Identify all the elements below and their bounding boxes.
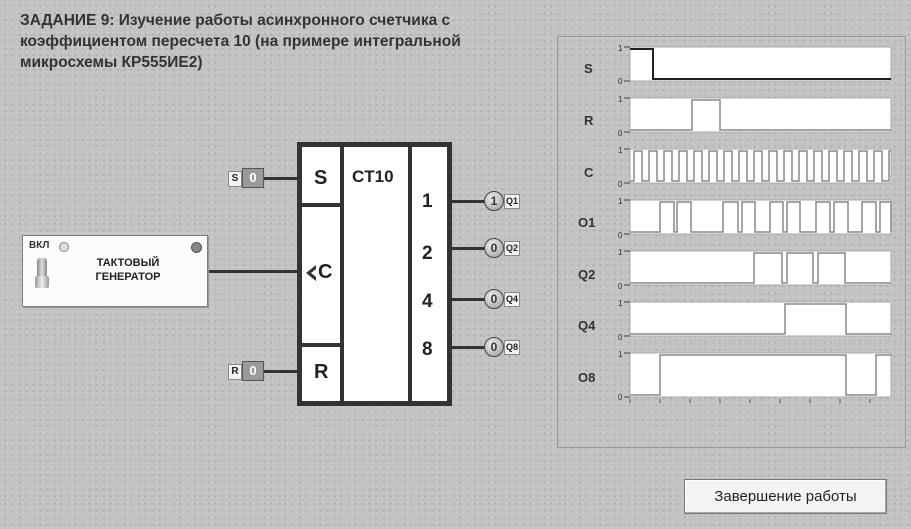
level-high-o1: 1: [618, 197, 623, 206]
timing-wave-o8: [630, 354, 891, 396]
output-q4-led-icon: 0: [484, 289, 504, 309]
wire-clock: [206, 270, 299, 273]
chip-pin-c: C: [318, 261, 333, 283]
timing-label-r: R: [584, 113, 594, 128]
wire-q4: [451, 298, 485, 301]
level-low-c: 0: [618, 180, 623, 189]
chip-pin-s: S: [314, 167, 328, 189]
timing-wave-c: [630, 150, 891, 182]
timing-track-q4: [629, 301, 892, 337]
timing-wave-q2: [630, 252, 891, 284]
wire-q8: [451, 346, 485, 349]
wire-q2: [451, 247, 485, 250]
finish-work-button[interactable]: Завершение работы: [684, 479, 887, 514]
level-low-s: 0: [618, 77, 623, 86]
chip-name: CT10: [352, 167, 394, 186]
timing-label-o1: O1: [578, 215, 596, 230]
wire-s: [263, 177, 299, 180]
generator-status-led-icon: [191, 242, 202, 253]
level-low-r: 0: [618, 129, 623, 138]
timing-label-q2: Q2: [578, 267, 596, 282]
timing-track-c: [629, 148, 892, 184]
generator-on-led-icon: [59, 242, 69, 252]
page-title: ЗАДАНИЕ 9: Изучение работы асинхронного …: [20, 12, 461, 71]
timing-diagram-panel: S R C O1 Q2 Q4 O8 1 0 1 0 1 0 1 0 1 0 1 …: [557, 36, 906, 448]
timing-wave-s: [630, 48, 891, 80]
input-s-label: S: [228, 171, 242, 187]
output-q8-label: Q8: [504, 340, 521, 355]
level-high-q2: 1: [618, 248, 623, 257]
level-high-r: 1: [618, 95, 623, 104]
chip-out-1: 1: [422, 191, 433, 212]
timing-label-o8: O8: [578, 370, 596, 385]
output-q2-label: Q2: [504, 241, 521, 256]
output-q1-label: Q1: [504, 194, 521, 209]
level-high-q4: 1: [618, 299, 623, 308]
timing-wave-o1: [630, 201, 892, 233]
output-q8-led-icon: 0: [484, 337, 504, 357]
counter-chip: S CT10 C R 1 2 4 8: [297, 142, 452, 406]
wire-r: [263, 370, 299, 373]
toggle-switch-icon[interactable]: [35, 258, 49, 288]
level-low-o8: 0: [618, 393, 623, 402]
output-q4-label: Q4: [504, 292, 521, 307]
chip-out-8: 8: [422, 339, 433, 360]
level-low-o1: 0: [618, 231, 623, 240]
timing-label-q4: Q4: [578, 318, 596, 333]
timing-track-q2: [629, 250, 892, 286]
chip-pin-r: R: [314, 361, 329, 383]
input-r-label: R: [228, 364, 242, 380]
level-low-q4: 0: [618, 333, 623, 342]
level-high-c: 1: [618, 146, 623, 155]
timing-label-c: C: [584, 165, 594, 180]
timing-track-o1: [629, 199, 892, 235]
output-q2-led-icon: 0: [484, 238, 504, 258]
timing-track-s: [629, 46, 892, 82]
level-high-o8: 1: [618, 350, 623, 359]
timing-track-r: [629, 97, 892, 133]
level-low-q2: 0: [618, 282, 623, 291]
output-q1-led-icon: 1: [484, 191, 504, 211]
generator-on-label: ВКЛ: [29, 240, 50, 251]
input-s-value[interactable]: 0: [242, 168, 264, 188]
input-r-value[interactable]: 0: [242, 361, 264, 381]
timing-track-o8: [629, 352, 892, 398]
level-high-s: 1: [618, 44, 623, 53]
timing-diagram: [624, 46, 892, 403]
wire-q1: [451, 200, 485, 203]
clock-generator: ВКЛ ТАКТОВЫЙ ГЕНЕРАТОР: [22, 235, 208, 307]
timing-label-s: S: [584, 61, 593, 76]
timing-wave-r: [630, 99, 891, 131]
generator-label: ТАКТОВЫЙ ГЕНЕРАТОР: [95, 257, 161, 283]
chip-out-2: 2: [422, 243, 433, 264]
timing-wave-q4: [630, 303, 891, 335]
chip-out-4: 4: [422, 291, 433, 312]
